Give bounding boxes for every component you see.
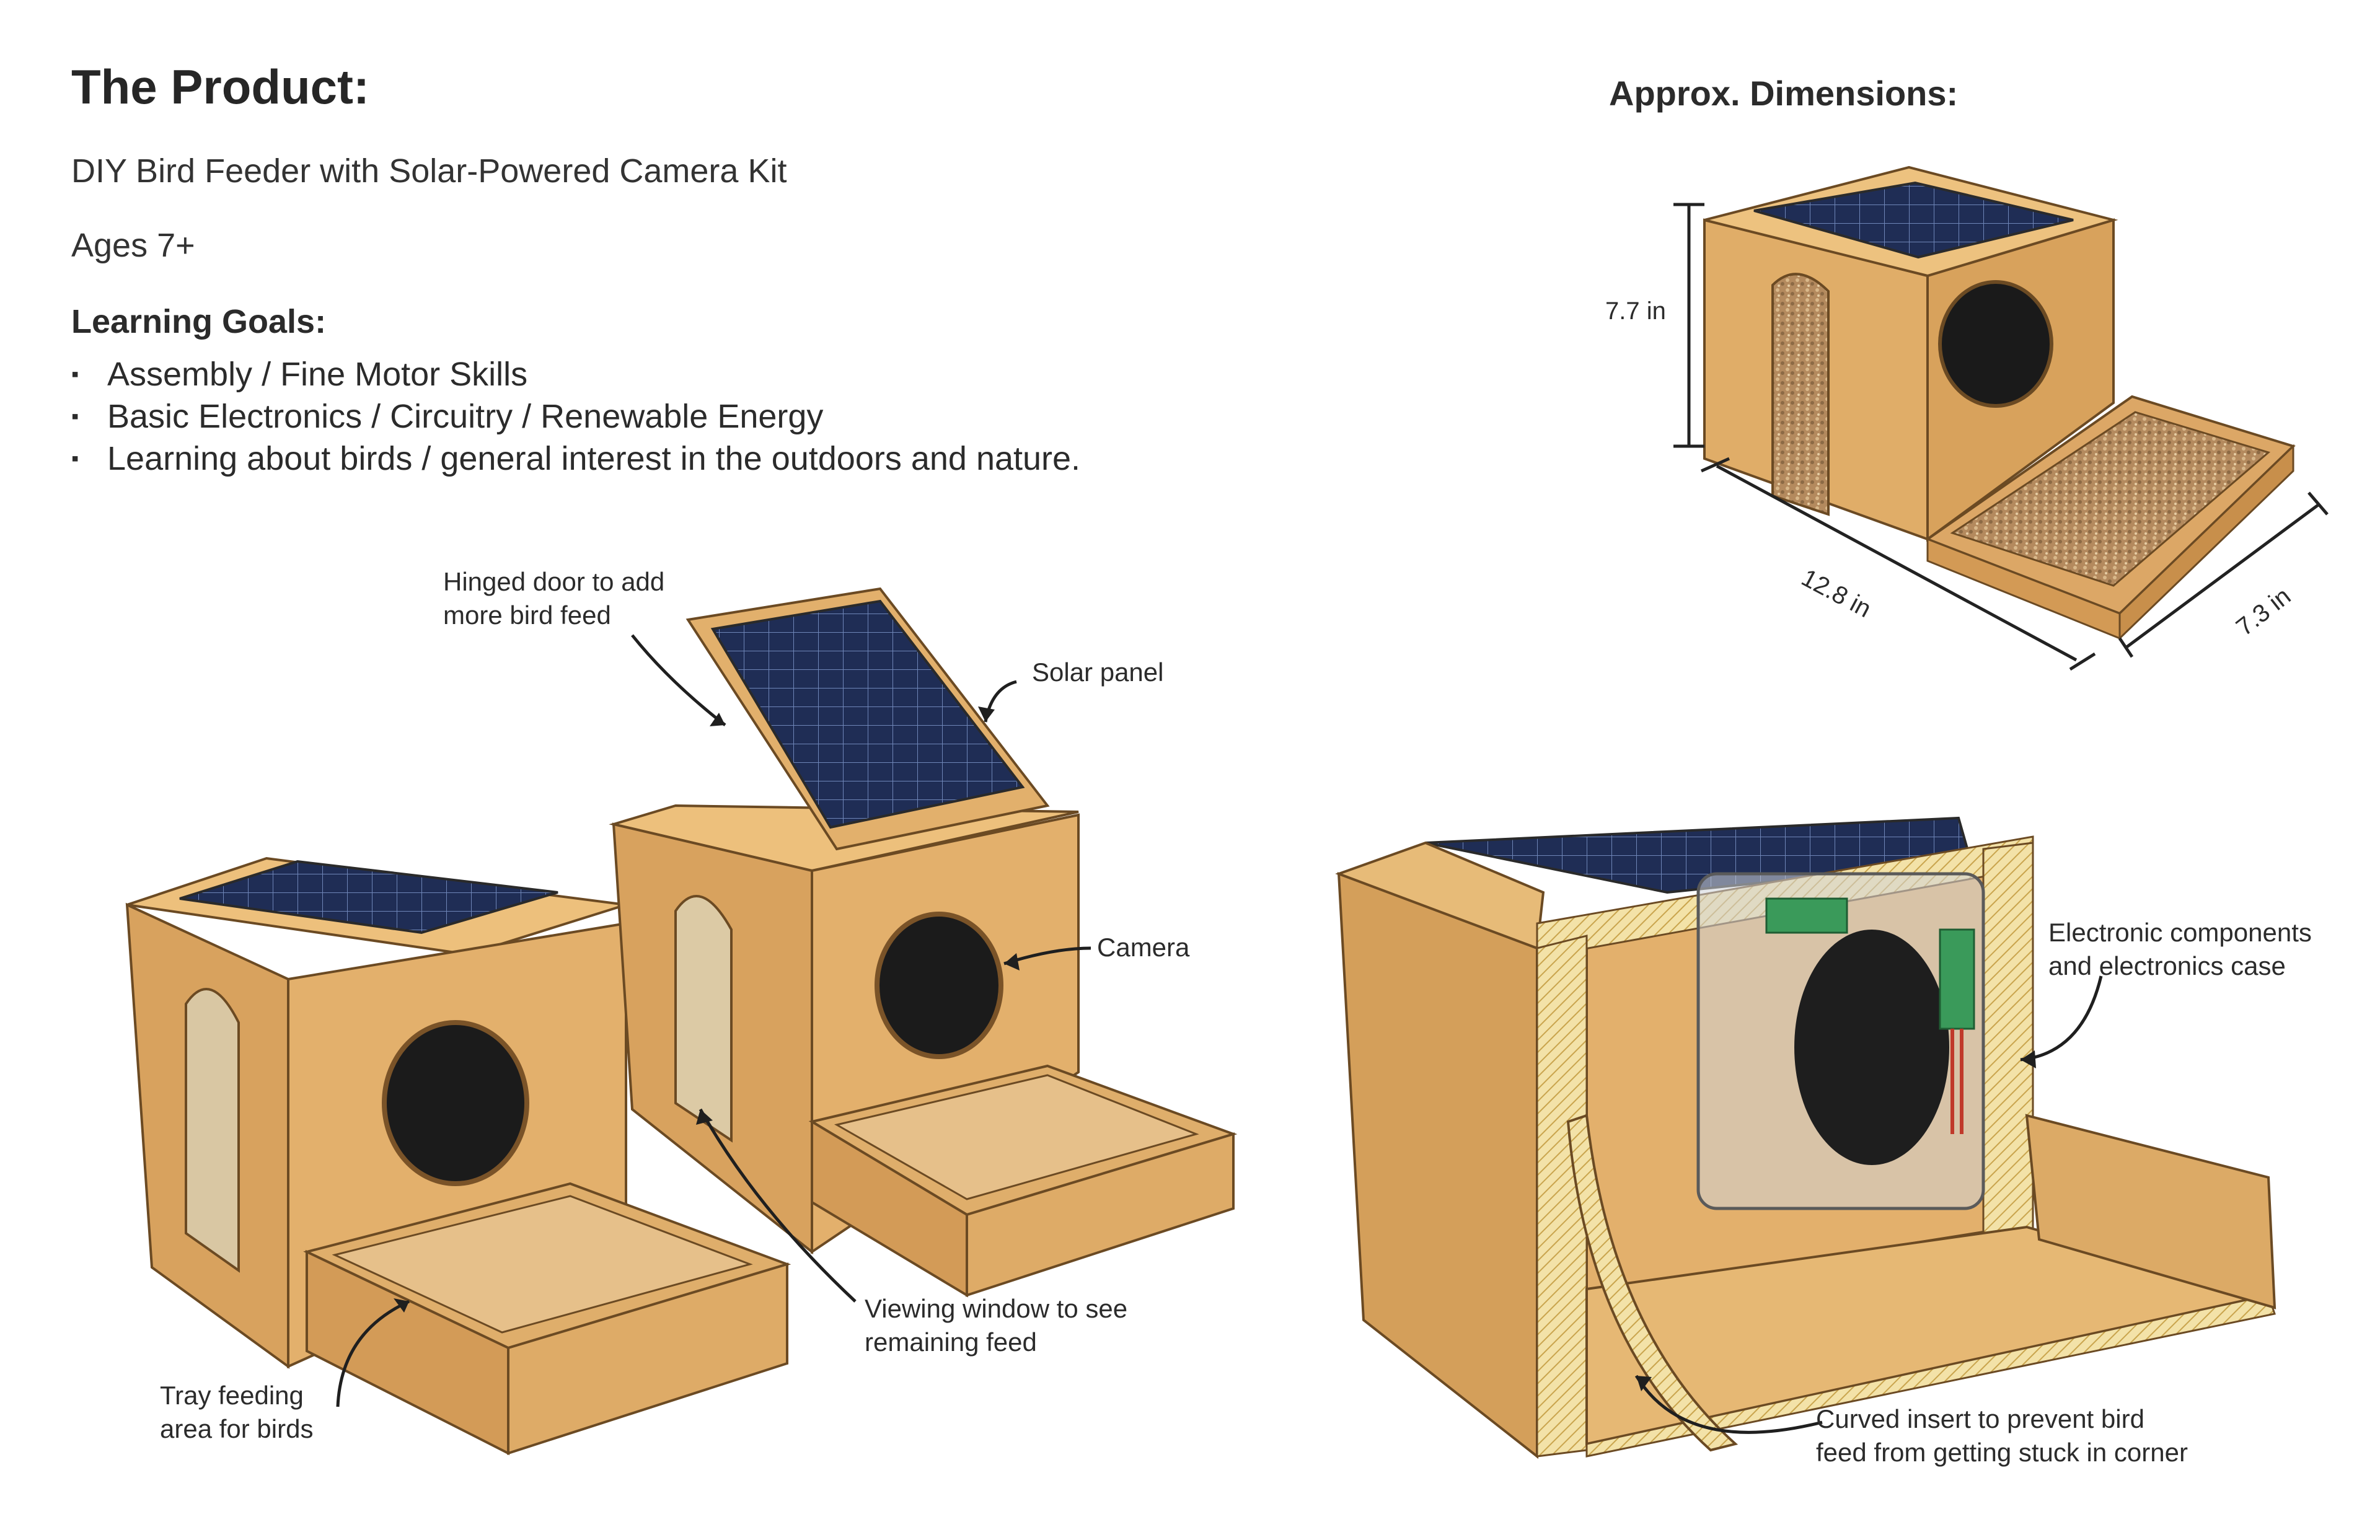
page-title: The Product: <box>71 59 369 114</box>
solar-panel-callout: Solar panel <box>1032 658 1164 687</box>
age-range: Ages 7+ <box>71 227 195 264</box>
dimension-feeder-illustration <box>1673 165 2329 671</box>
hinged-door-callout: Hinged door to add more bird feed <box>443 567 665 630</box>
feeder-closed-illustration <box>125 856 791 1456</box>
learning-goal-item: Learning about birds / general interest … <box>71 438 1080 480</box>
callout-leaders <box>336 634 2103 1434</box>
feeder-cross-section-illustration <box>1335 816 2276 1459</box>
electronics-callout: Electronic components and electronics ca… <box>2048 918 2312 980</box>
learning-goal-item: Assembly / Fine Motor Skills <box>71 353 1080 395</box>
learning-goal-item: Basic Electronics / Circuitry / Renewabl… <box>71 395 1080 438</box>
feeder-open-illustration <box>609 587 1238 1298</box>
tray-callout: Tray feeding area for birds <box>160 1381 314 1443</box>
dimensions-heading: Approx. Dimensions: <box>1609 74 1959 113</box>
product-name: DIY Bird Feeder with Solar-Powered Camer… <box>71 152 787 190</box>
camera-callout: Camera <box>1097 933 1190 962</box>
curved-insert-callout: Curved insert to prevent bird feed from … <box>1816 1404 2188 1467</box>
callout-arrowheads <box>394 706 2036 1391</box>
learning-goals-list: Assembly / Fine Motor Skills Basic Elect… <box>71 353 1080 480</box>
learning-goals-heading: Learning Goals: <box>71 303 327 340</box>
height-dimension-label: 7.7 in <box>1605 297 1666 325</box>
viewing-window-callout: Viewing window to see remaining feed <box>865 1294 1128 1357</box>
